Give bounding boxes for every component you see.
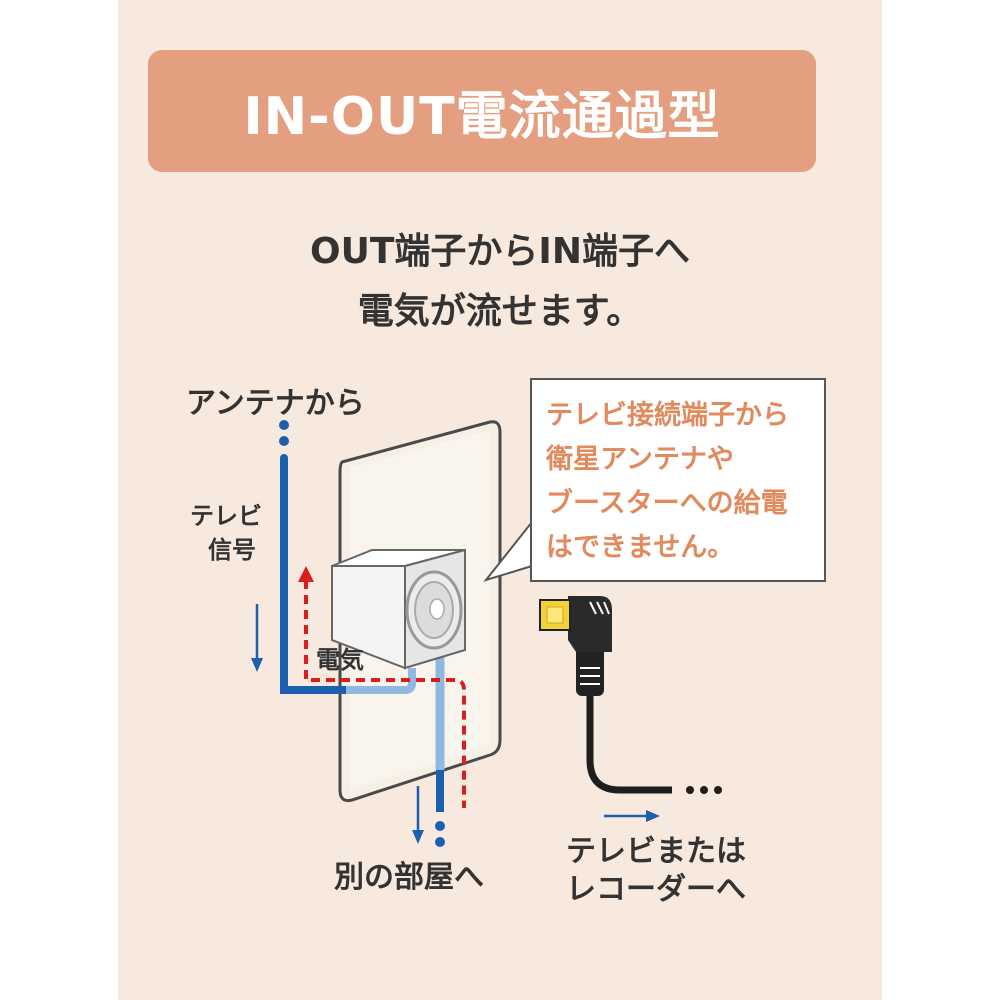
callout-line-3: ブースターへの給電 [546,488,788,519]
antenna-signal-line [279,420,350,694]
label-tv-signal-2: 信号 [208,536,256,564]
subtitle-line-2: 電気が流せます。 [357,291,643,332]
page-title: IN-OUT電流通過型 [243,86,721,147]
tv-cable [539,596,722,794]
tv-right-arrow [604,810,660,822]
callout-line-4: はできません。 [546,532,735,563]
label-tv-signal-1: テレビ [190,502,262,530]
room-down-arrow [412,786,424,844]
label-to-tv-2: レコーダーへ [566,872,746,907]
outlet-connector [331,548,466,670]
label-to-tv-1: テレビまたは [566,834,746,869]
warning-callout: テレビ接続端子から 衛星アンテナや ブースターへの給電 はできません。 [530,378,826,582]
label-to-other-room: 別の部屋へ [334,860,484,895]
label-electricity: 電気 [316,646,364,674]
subtitle-line-1: OUT端子からIN端子へ [310,231,690,272]
signal-down-arrow [251,604,263,672]
label-from-antenna: アンテナから [186,386,365,421]
title-banner: IN-OUT電流通過型 [148,50,816,172]
callout-line-1: テレビ接続端子から [546,400,789,431]
callout-line-2: 衛星アンテナや [546,444,734,475]
distribution-line [346,656,445,847]
electricity-path [298,566,466,808]
